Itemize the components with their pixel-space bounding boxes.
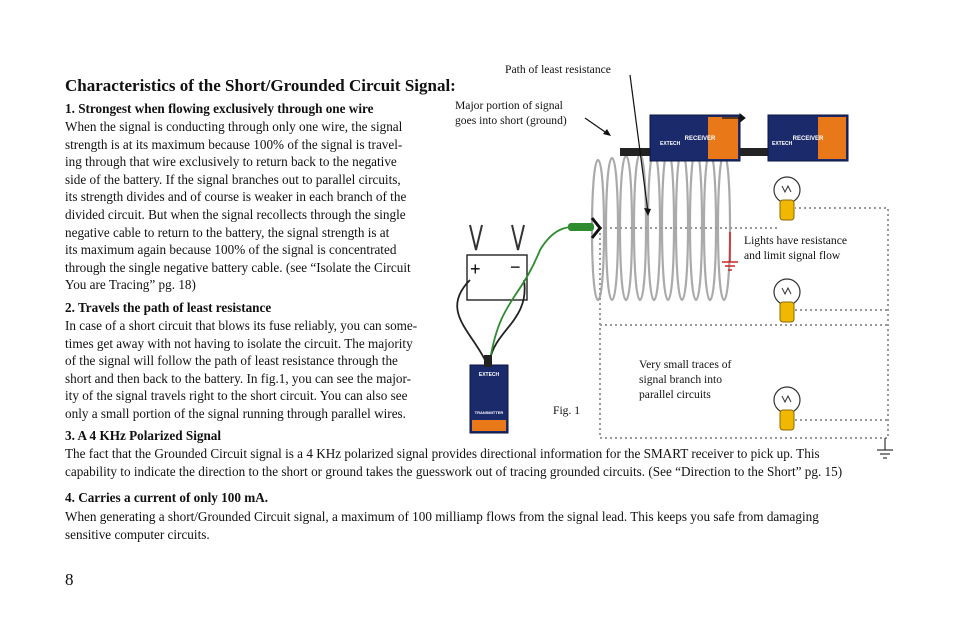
chassis-ground-symbol bbox=[877, 438, 893, 459]
section-3-title: 3. A 4 KHz Polarized Signal bbox=[65, 428, 222, 443]
svg-text:−: − bbox=[510, 257, 521, 277]
svg-text:+: + bbox=[470, 259, 481, 279]
transmitter-device: EXTECH TRANSMITTER bbox=[469, 364, 509, 434]
svg-text:RECEIVER: RECEIVER bbox=[685, 136, 716, 142]
svg-text:EXTECH: EXTECH bbox=[479, 372, 500, 378]
figure-caption: Fig. 1 bbox=[553, 404, 581, 417]
short-ground-symbol bbox=[722, 232, 738, 271]
section-4-title: 4. Carries a current of only 100 mA. bbox=[65, 490, 269, 505]
section-4-body: When generating a short/Grounded Circuit… bbox=[65, 509, 819, 542]
label-small-traces: Very small traces of signal branch into … bbox=[639, 358, 732, 401]
bulb-icon-middle bbox=[773, 278, 801, 323]
signal-clip bbox=[568, 223, 594, 231]
svg-text:EXTECH: EXTECH bbox=[772, 141, 793, 147]
bulb-icon-top bbox=[773, 176, 801, 221]
coil-wire bbox=[590, 148, 732, 302]
direction-arrow-icon bbox=[722, 112, 746, 124]
svg-text:TRANSMITTER: TRANSMITTER bbox=[475, 410, 504, 415]
battery-icon: + − bbox=[466, 224, 528, 301]
section-2-body: In case of a short circuit that blows it… bbox=[65, 318, 418, 421]
section-3-body: The fact that the Grounded Circuit signa… bbox=[65, 446, 843, 479]
label-major-portion: Major portion of signal goes into short … bbox=[455, 99, 567, 127]
svg-text:EXTECH: EXTECH bbox=[660, 141, 681, 147]
page-number: 8 bbox=[65, 570, 74, 589]
circuit-diagram: + − EXTECH TRANSMITTER RECEIVER EXTECH R… bbox=[456, 74, 893, 459]
section-1-body: When the signal is conducting through on… bbox=[65, 119, 411, 293]
section-1-title: 1. Strongest when flowing exclusively th… bbox=[65, 101, 374, 116]
receiver-device-left: RECEIVER EXTECH bbox=[620, 114, 741, 162]
bulb-icon-bottom bbox=[773, 386, 801, 431]
parallel-wires bbox=[599, 207, 889, 439]
label-path-of-least-resistance: Path of least resistance bbox=[505, 63, 611, 76]
svg-text:RECEIVER: RECEIVER bbox=[793, 136, 824, 142]
page-heading: Characteristics of the Short/Grounded Ci… bbox=[65, 76, 456, 95]
receiver-device-right: RECEIVER EXTECH bbox=[740, 114, 849, 162]
section-2-title: 2. Travels the path of least resistance bbox=[65, 300, 272, 315]
label-lights-resistance: Lights have resistance and limit signal … bbox=[744, 234, 848, 262]
callout-arrows bbox=[584, 74, 649, 213]
